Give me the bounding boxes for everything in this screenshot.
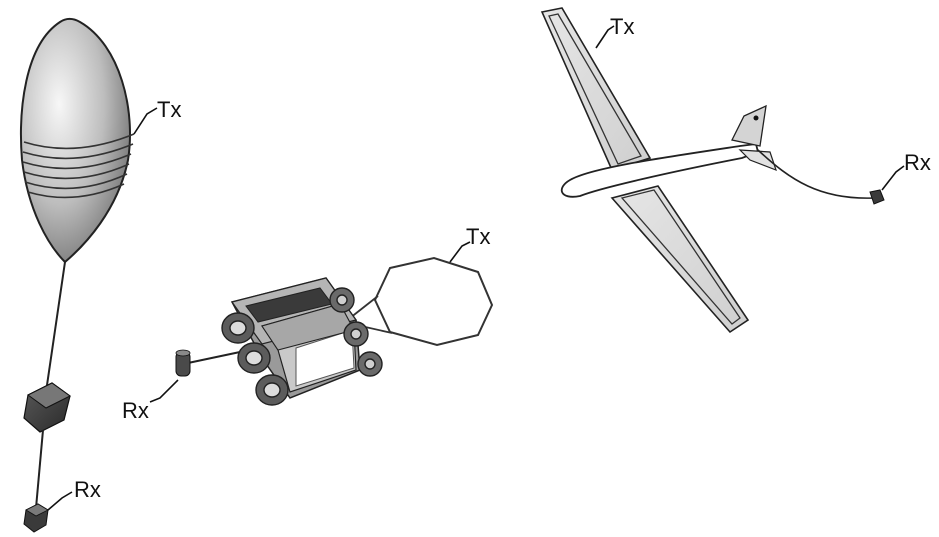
aircraft-system: Tx Rx bbox=[540, 7, 931, 334]
aircraft-rx-label: Rx bbox=[904, 150, 931, 175]
rover-rx-leader bbox=[149, 379, 179, 403]
rover-wheel bbox=[255, 374, 289, 406]
rover-antenna-feed-upper bbox=[349, 295, 379, 319]
aircraft-rx-leader bbox=[881, 165, 905, 191]
balloon-payload-box bbox=[23, 382, 71, 433]
rover-wheel bbox=[237, 342, 271, 374]
rover-tx-loop-antenna bbox=[373, 256, 494, 347]
aircraft-receiver-box bbox=[869, 189, 885, 205]
balloon-lower-tether bbox=[35, 429, 44, 509]
rover-system: Tx Rx bbox=[122, 224, 494, 423]
rover-wheels bbox=[221, 287, 383, 406]
rover-rx-tow-line bbox=[187, 351, 241, 364]
rover-wheel bbox=[329, 287, 355, 313]
aircraft-lower-wing bbox=[610, 185, 750, 334]
balloon-rx-label: Rx bbox=[74, 477, 101, 502]
rover-tx-leader bbox=[449, 241, 471, 263]
aircraft-tail bbox=[731, 104, 777, 172]
rover-tx-label: Tx bbox=[466, 224, 490, 249]
aircraft-tx-leader bbox=[595, 25, 615, 49]
balloon-system: Tx Rx bbox=[19, 18, 181, 533]
aircraft-wing-tx-antenna bbox=[548, 13, 642, 165]
rover-body bbox=[230, 277, 361, 399]
balloon-tx-leader bbox=[133, 107, 158, 135]
aircraft-fuselage bbox=[560, 143, 760, 198]
balloon-receiver-box bbox=[23, 503, 49, 533]
balloon-envelope bbox=[19, 18, 135, 264]
balloon-rx-leader bbox=[47, 491, 73, 511]
aircraft-tx-label: Tx bbox=[610, 14, 634, 39]
rover-wheel bbox=[357, 351, 383, 377]
aircraft-upper-wing bbox=[540, 7, 652, 171]
rover-rx-label: Rx bbox=[122, 398, 149, 423]
rover-wheel bbox=[221, 312, 255, 344]
balloon-tx-antenna-bands bbox=[22, 133, 135, 199]
rover-wheel bbox=[343, 321, 369, 347]
aircraft-rx-tow-cable bbox=[757, 149, 875, 199]
balloon-tx-label: Tx bbox=[157, 97, 181, 122]
balloon-tether bbox=[45, 261, 66, 393]
rover-receiver-cylinder bbox=[175, 349, 191, 377]
